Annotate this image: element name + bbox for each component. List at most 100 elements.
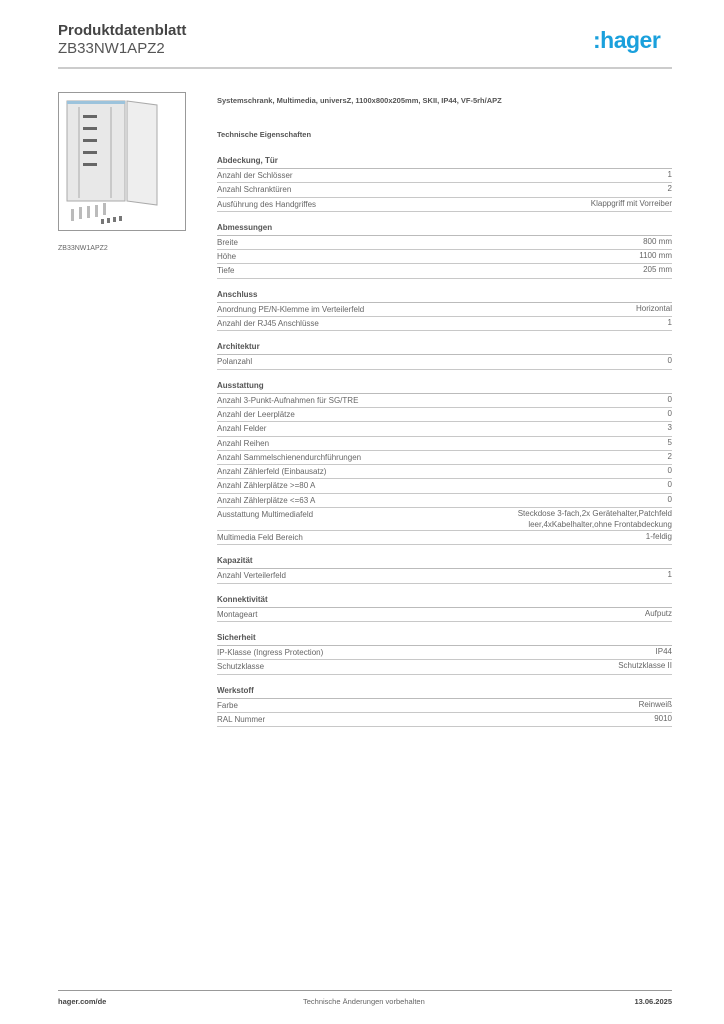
property-label: Anzahl der Schlösser (217, 171, 293, 180)
image-caption: ZB33NW1APZ2 (58, 245, 108, 252)
property-label: Höhe (217, 252, 237, 262)
property-value: 0 (667, 408, 672, 418)
property-label: RAL Nummer (217, 714, 266, 724)
table-row: Anzahl Zählerplätze <=63 A 0 (217, 494, 672, 509)
table-row: Anordnung PE/N-Klemme im Verteilerfeld Ho… (217, 303, 672, 318)
property-value: 1 (667, 570, 672, 580)
property-label: Tiefe (217, 266, 235, 276)
section-heading: Architektur (217, 340, 672, 356)
product-code: ZB33NW1APZ2 (58, 40, 165, 57)
table-row: Montageart Aufputz (217, 608, 672, 622)
footer-date: 13.06.2025 (634, 997, 672, 1006)
property-value: 0 (667, 356, 672, 366)
table-row: Anzahl der Schlösser 1 (217, 169, 672, 184)
table-row: Multimedia Feld Bereich 1-feldig (217, 531, 672, 546)
table-row: Breite 800 mm (217, 236, 672, 251)
property-label: Schutzklasse (217, 662, 265, 672)
property-label: Breite (217, 237, 238, 247)
table-row: Anzahl 3-Punkt-Aufnahmen für SG/TRE 0 (217, 394, 672, 408)
property-value: 0 (667, 480, 672, 490)
table-row: Anzahl der Leerplätze 0 (217, 408, 672, 423)
property-label: Anzahl Zählerplätze >=80 A (217, 481, 316, 491)
property-value: 1 (667, 318, 672, 328)
property-label: Anzahl Verteilerfeld (217, 571, 286, 581)
property-value: IP44 (655, 646, 672, 656)
product-image (58, 92, 186, 231)
section-heading: Kapazität (217, 554, 672, 570)
property-value: 2 (667, 184, 672, 194)
property-label: Multimedia Feld Bereich (217, 533, 303, 543)
technical-properties-heading: Technische Eigenschaften (217, 130, 312, 139)
section-heading: Werkstoff (217, 684, 672, 699)
page-title: Produktdatenblatt (58, 22, 187, 39)
hager-logo: :hager (593, 27, 661, 53)
table-row: Tiefe 205 mm (217, 264, 672, 279)
property-label: Anzahl der RJ45 Anschlüsse (217, 319, 319, 329)
section-heading: Abdeckung, Tür (217, 154, 672, 169)
property-label: Anzahl Sammelschienendurchführungen (217, 452, 362, 462)
footer-divider (58, 990, 672, 991)
property-value: 1100 mm (639, 251, 672, 261)
section-heading: Sicherheit (217, 631, 672, 646)
property-label: Anzahl Zählerfeld (Einbausatz) (217, 467, 327, 477)
footer-note: Technische Änderungen vorbehalten (303, 997, 425, 1006)
property-value: 1 (667, 170, 672, 179)
property-value: Klappgriff mit Vorreiber (590, 198, 672, 208)
section-heading: Abmessungen (217, 221, 672, 236)
product-description: Systemschrank, Multimedia, universZ, 110… (217, 96, 502, 105)
table-row: Höhe 1100 mm (217, 250, 672, 265)
property-label: Anzahl Zählerplätze <=63 A (217, 495, 316, 505)
property-value: Steckdose 3-fach,2x Gerätehalter,Patchfe… (517, 509, 672, 529)
cabinet-illustration (66, 100, 158, 224)
table-row: Anzahl der RJ45 Anschlüsse 1 (217, 317, 672, 332)
property-value: 5 (667, 437, 672, 447)
property-value: 1-feldig (645, 532, 672, 542)
property-label: Anzahl der Leerplätze (217, 409, 295, 419)
table-row: Anzahl Verteilerfeld 1 (217, 569, 672, 584)
footer-website[interactable]: hager.com/de (58, 997, 107, 1006)
property-label: Anzahl Felder (217, 424, 267, 434)
property-label: Polanzahl (217, 357, 253, 367)
property-value: 2 (667, 451, 672, 461)
property-value: 800 mm (643, 236, 672, 246)
section-heading: Konnektivität (217, 593, 672, 608)
property-label: Farbe (217, 700, 238, 710)
table-row: RAL Nummer 9010 (217, 713, 672, 728)
property-label: Anzahl 3-Punkt-Aufnahmen für SG/TRE (217, 395, 359, 405)
property-label: Montageart (217, 609, 258, 619)
table-row: Polanzahl 0 (217, 355, 672, 370)
header-divider (58, 67, 672, 69)
property-value: Horizontal (635, 303, 672, 313)
property-value: Aufputz (644, 608, 672, 618)
property-value: 0 (667, 394, 672, 404)
property-value: Schutzklasse II (618, 661, 672, 671)
property-label: IP-Klasse (Ingress Protection) (217, 647, 324, 657)
table-row: IP-Klasse (Ingress Protection) IP44 (217, 646, 672, 661)
property-value: 0 (667, 466, 672, 476)
table-row: Ausführung des Handgriffes Klappgriff mit… (217, 198, 672, 212)
table-row: Anzahl Zählerplätze >=80 A 0 (217, 479, 672, 494)
property-value: 0 (667, 494, 672, 504)
table-row: Anzahl Zählerfeld (Einbausatz) 0 (217, 465, 672, 480)
property-label: Ausführung des Handgriffes (217, 199, 317, 209)
section-heading: Anschluss (217, 288, 672, 303)
property-value: 205 mm (643, 265, 672, 275)
property-label: Ausstattung Multimediafeld (217, 510, 314, 520)
table-row: Anzahl Sammelschienendurchführungen 2 (217, 451, 672, 466)
property-value: 9010 (654, 713, 672, 723)
property-label: Anordnung PE/N-Klemme im Verteilerfeld (217, 304, 365, 314)
property-label: Anzahl Reihen (217, 438, 270, 448)
